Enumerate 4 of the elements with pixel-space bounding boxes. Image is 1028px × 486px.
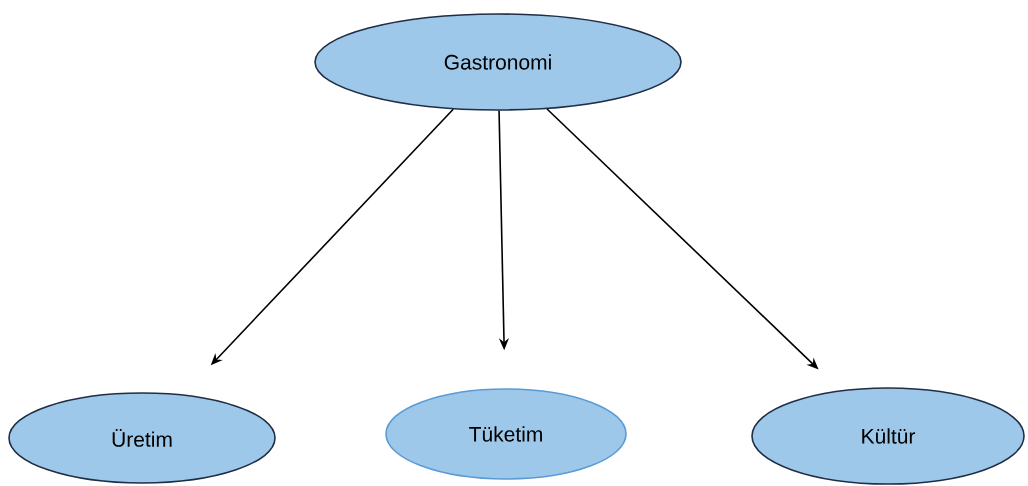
ellipse-node: Kültür — [751, 387, 1025, 485]
ellipse-node: Tüketim — [385, 388, 627, 480]
ellipse-node: Gastronomi — [314, 13, 682, 111]
ellipse-node: Üretim — [8, 392, 276, 484]
